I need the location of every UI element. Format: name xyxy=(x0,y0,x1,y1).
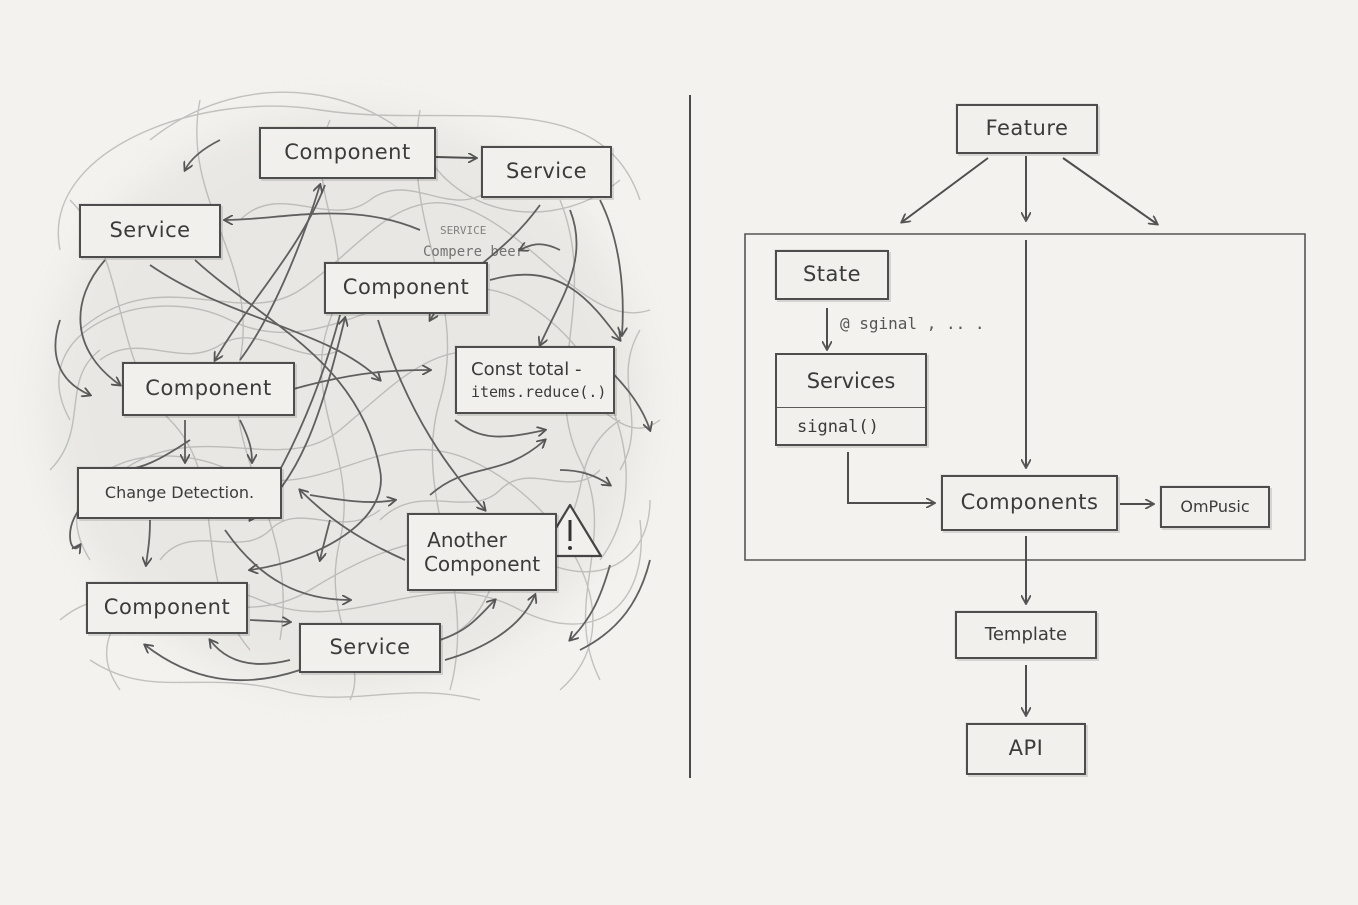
service-left-box: Service xyxy=(79,204,221,258)
services-box: Services signal() xyxy=(775,353,927,446)
component-top-box: Component xyxy=(259,127,436,179)
component-center-box: Component xyxy=(324,262,488,314)
another-component-box: Another Component xyxy=(407,513,557,591)
const-total-line-1: Const total - xyxy=(471,358,582,380)
services-signal: signal() xyxy=(797,417,879,437)
another-component-line-1: Another xyxy=(427,528,507,552)
scribble-service-label: SERVICE xyxy=(440,224,487,237)
service-bottom-box: Service xyxy=(299,623,441,673)
feature-container xyxy=(744,233,1306,561)
state-box: State xyxy=(775,250,889,300)
const-total-box: Const total - items.reduce(.) xyxy=(455,346,615,414)
const-total-line-2: items.reduce(.) xyxy=(471,383,607,402)
another-component-line-2: Component xyxy=(423,552,541,576)
feature-box: Feature xyxy=(956,104,1098,154)
ompusic-box: OmPusic xyxy=(1160,486,1270,528)
signal-note: @ sginal , .. . xyxy=(840,314,985,333)
template-box: Template xyxy=(955,611,1097,659)
scribble-compere-label: Compere beer xyxy=(423,244,525,260)
components-box: Components xyxy=(941,475,1118,531)
component-bottom-left-box: Component xyxy=(86,582,248,634)
service-top-right-box: Service xyxy=(481,146,612,198)
right-arrows xyxy=(827,156,1157,715)
tangle-arrows xyxy=(54,139,650,682)
change-detection-box: Change Detection. xyxy=(77,467,282,519)
component-mid-left-box: Component xyxy=(122,362,295,416)
services-title: Services xyxy=(777,355,925,408)
left-direct-arrows xyxy=(435,157,476,158)
api-box: API xyxy=(966,723,1086,775)
